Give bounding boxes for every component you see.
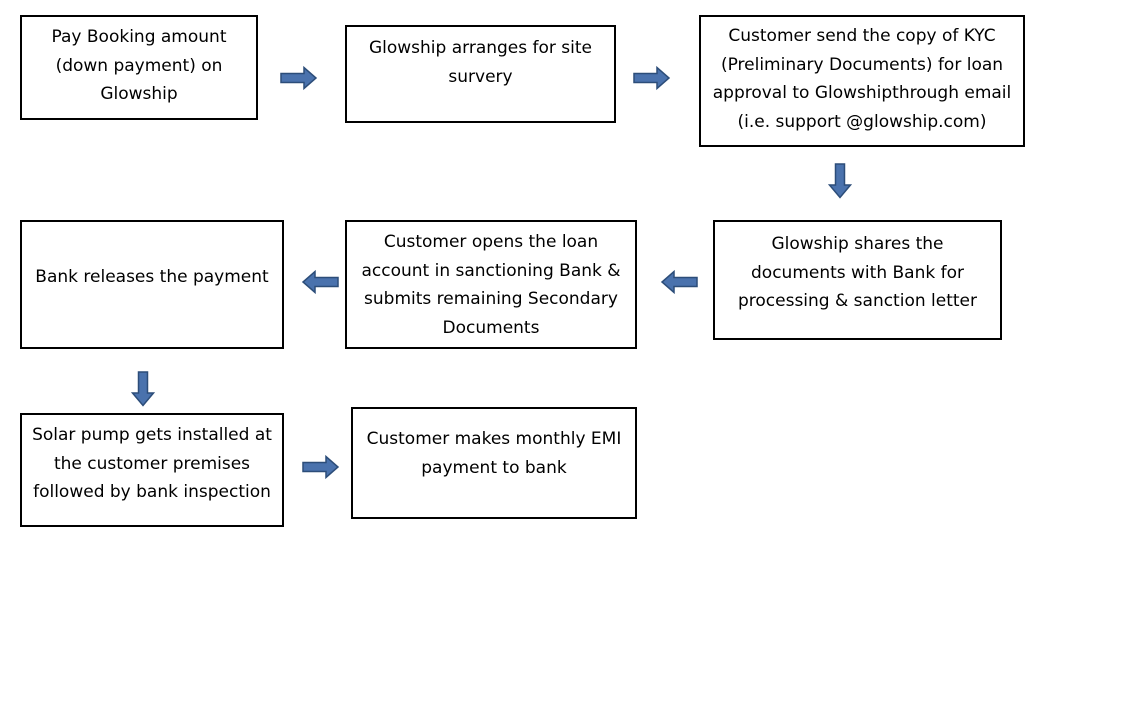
arrow-shape bbox=[633, 65, 671, 91]
arrow-left-icon bbox=[301, 269, 339, 295]
arrow-shape bbox=[827, 163, 853, 199]
arrow-shape bbox=[280, 65, 318, 91]
step-box-send-kyc: Customer send the copy of KYC(Preliminar… bbox=[699, 15, 1025, 147]
arrow-shape bbox=[130, 371, 156, 407]
arrow-shape bbox=[660, 269, 698, 295]
arrow-shape bbox=[302, 454, 340, 480]
arrow-right-icon bbox=[633, 65, 671, 91]
step-text-bank-releases: Bank releases the payment bbox=[35, 267, 269, 287]
step-box-bank-releases: Bank releases the payment bbox=[20, 220, 284, 349]
arrow-left-icon bbox=[660, 269, 698, 295]
arrow-down-icon bbox=[827, 163, 853, 199]
arrow-right-icon bbox=[280, 65, 318, 91]
step-text-send-kyc: Customer send the copy of KYC(Preliminar… bbox=[712, 26, 1012, 132]
arrow-down-icon bbox=[130, 371, 156, 407]
arrow-shape bbox=[301, 269, 339, 295]
arrow-right-icon bbox=[302, 454, 340, 480]
